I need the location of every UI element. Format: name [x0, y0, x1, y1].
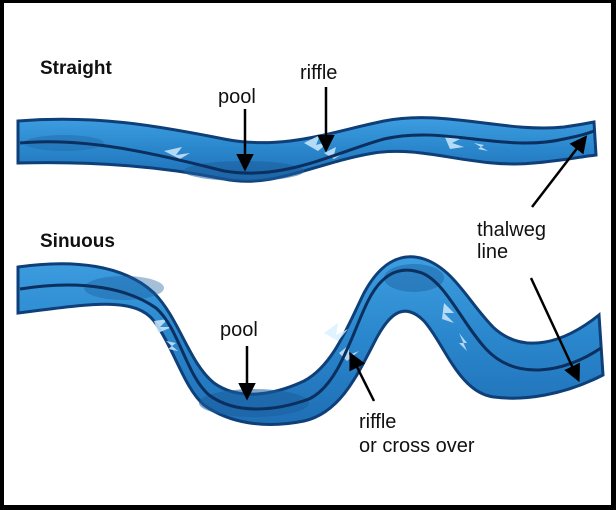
straight-channel	[18, 118, 596, 182]
thalweg-label-line: line	[477, 241, 508, 263]
straight-title: Straight	[40, 58, 112, 79]
diagram-frame: Straight Sinuous pool riffle thalweg lin…	[4, 3, 611, 505]
riffle-sinuous-label: riffle	[359, 411, 396, 433]
riffle-straight-label: riffle	[300, 62, 337, 84]
sinuous-pool-shade-2	[384, 264, 444, 292]
sinuous-title: Sinuous	[40, 231, 115, 252]
thalweg-label: thalweg	[477, 219, 546, 241]
riffle-sinuous-label-line: or cross over	[359, 435, 475, 457]
pool-straight-label: pool	[218, 86, 256, 108]
river-diagram: Straight Sinuous pool riffle thalweg lin…	[4, 3, 611, 505]
straight-channel-water	[18, 118, 596, 182]
sinuous-channel	[18, 257, 603, 425]
pool-sinuous-label: pool	[220, 319, 258, 341]
